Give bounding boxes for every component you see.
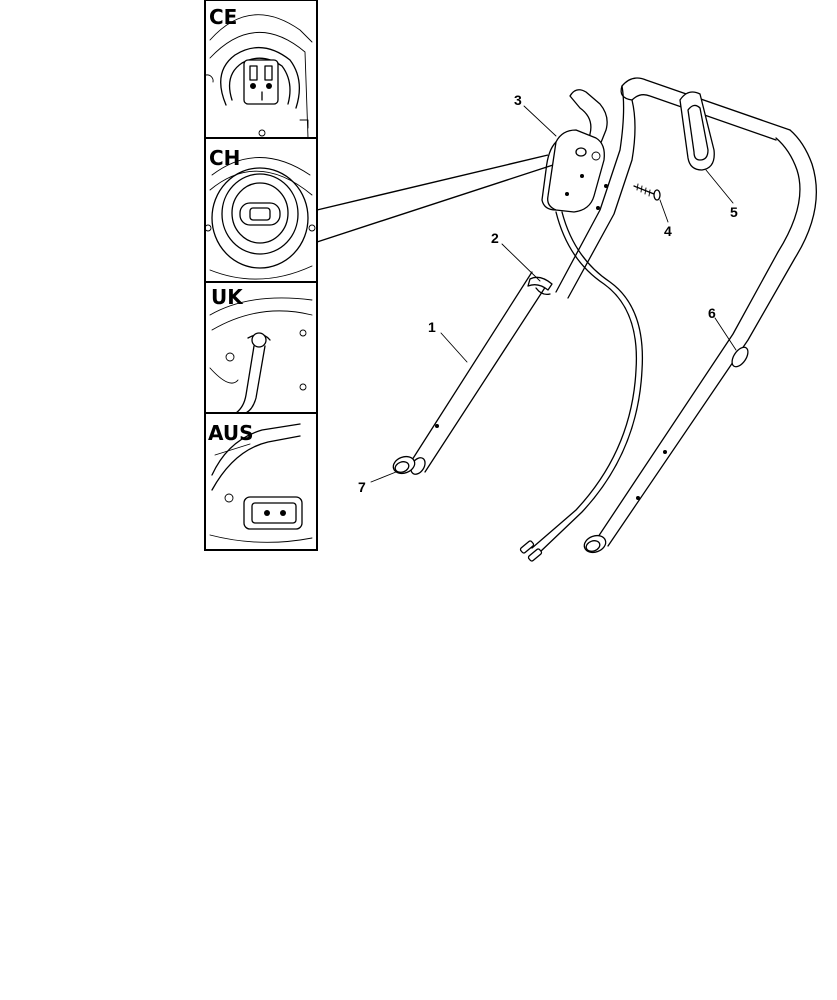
- callout-3: 3: [514, 92, 522, 108]
- inset-leader-lines: [316, 154, 554, 243]
- region-label-ch: CH: [209, 146, 240, 170]
- handle-knob-right: [583, 534, 607, 554]
- callout-5: 5: [730, 204, 738, 220]
- cable-terminals: [519, 540, 543, 562]
- aus-connector-view: [209, 423, 313, 543]
- screw: [633, 183, 661, 201]
- region-label-uk: UK: [211, 285, 244, 309]
- callout-4: 4: [664, 223, 672, 239]
- region-label-ce: CE: [209, 5, 237, 29]
- lower-handle-left: [410, 271, 547, 475]
- handle-knob-left: [392, 455, 416, 475]
- callout-7: 7: [358, 479, 366, 495]
- ch-connector-view: [204, 157, 316, 280]
- callout-6: 6: [708, 305, 716, 321]
- lower-handle-right: [595, 129, 817, 547]
- uk-connector-view: [209, 297, 313, 414]
- callout-1: 1: [428, 319, 436, 335]
- callout-leaders: [370, 105, 737, 483]
- ce-connector-view: [205, 14, 313, 139]
- region-label-aus: AUS: [208, 421, 254, 445]
- upper-handle-left: [555, 85, 636, 299]
- cable-clip: [527, 276, 553, 296]
- cable-guide: [679, 91, 715, 171]
- switch-box: [541, 89, 608, 213]
- power-cable: [531, 211, 644, 553]
- callout-2: 2: [491, 230, 499, 246]
